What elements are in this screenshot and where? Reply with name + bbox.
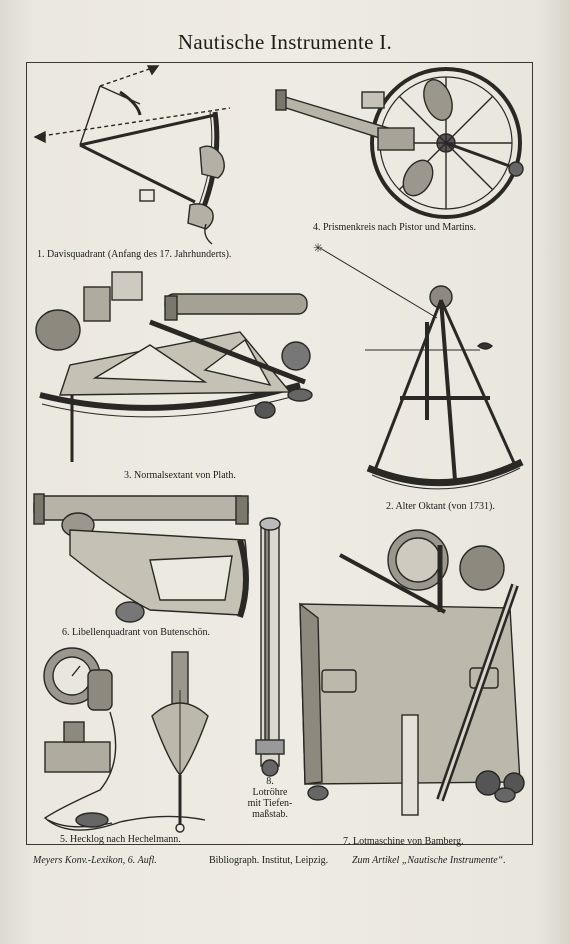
- plate-title: Nautische Instrumente I.: [177, 30, 393, 54]
- caption-davis-quadrant: 1. Davisquadrant (Anfang des 17. Jahrhun…: [37, 249, 232, 260]
- caption-sounding-tube-line1: Lotröhre: [252, 787, 288, 798]
- caption-old-octant: 2. Alter Oktant (von 1731).: [386, 501, 495, 512]
- stern-log-figure: [43, 647, 209, 833]
- caption-sounding-machine: 7. Lotmaschine von Bamberg.: [343, 836, 464, 847]
- caption-sounding-tube-number: 8.: [266, 776, 274, 787]
- davis-quadrant-figure: [33, 65, 231, 245]
- sounding-machine-figure: [299, 529, 525, 816]
- footer-publisher: Bibliograph. Institut, Leipzig.: [209, 855, 329, 866]
- caption-stern-log: 5. Hecklog nach Hechelmann.: [60, 834, 181, 845]
- caption-sounding-tube-line3: maßstab.: [252, 809, 288, 820]
- footer-publication: Meyers Konv.-Lexikon, 6. Aufl.: [33, 855, 157, 866]
- caption-prism-circle: 4. Prismenkreis nach Pistor und Martins.: [313, 222, 477, 233]
- caption-level-quadrant: 6. Libellenquadrant von Butenschön.: [62, 627, 211, 638]
- plate-frame: [26, 62, 533, 845]
- sounding-tube-figure: [255, 517, 285, 777]
- level-quadrant-figure: [33, 493, 249, 623]
- svg-text:✳: ✳: [313, 241, 323, 255]
- caption-normal-sextant: 3. Normalsextant von Plath.: [124, 470, 236, 481]
- caption-sounding-tube: 8. Lotröhre mit Tiefen- maßstab.: [246, 776, 294, 820]
- old-octant-figure: ✳: [313, 241, 524, 490]
- normal-sextant-figure: [35, 271, 313, 462]
- prism-circle-figure: [275, 67, 524, 219]
- caption-sounding-tube-line2: mit Tiefen-: [247, 798, 293, 809]
- footer-article-reference: Zum Artikel „Nautische Instrumente“.: [352, 855, 506, 866]
